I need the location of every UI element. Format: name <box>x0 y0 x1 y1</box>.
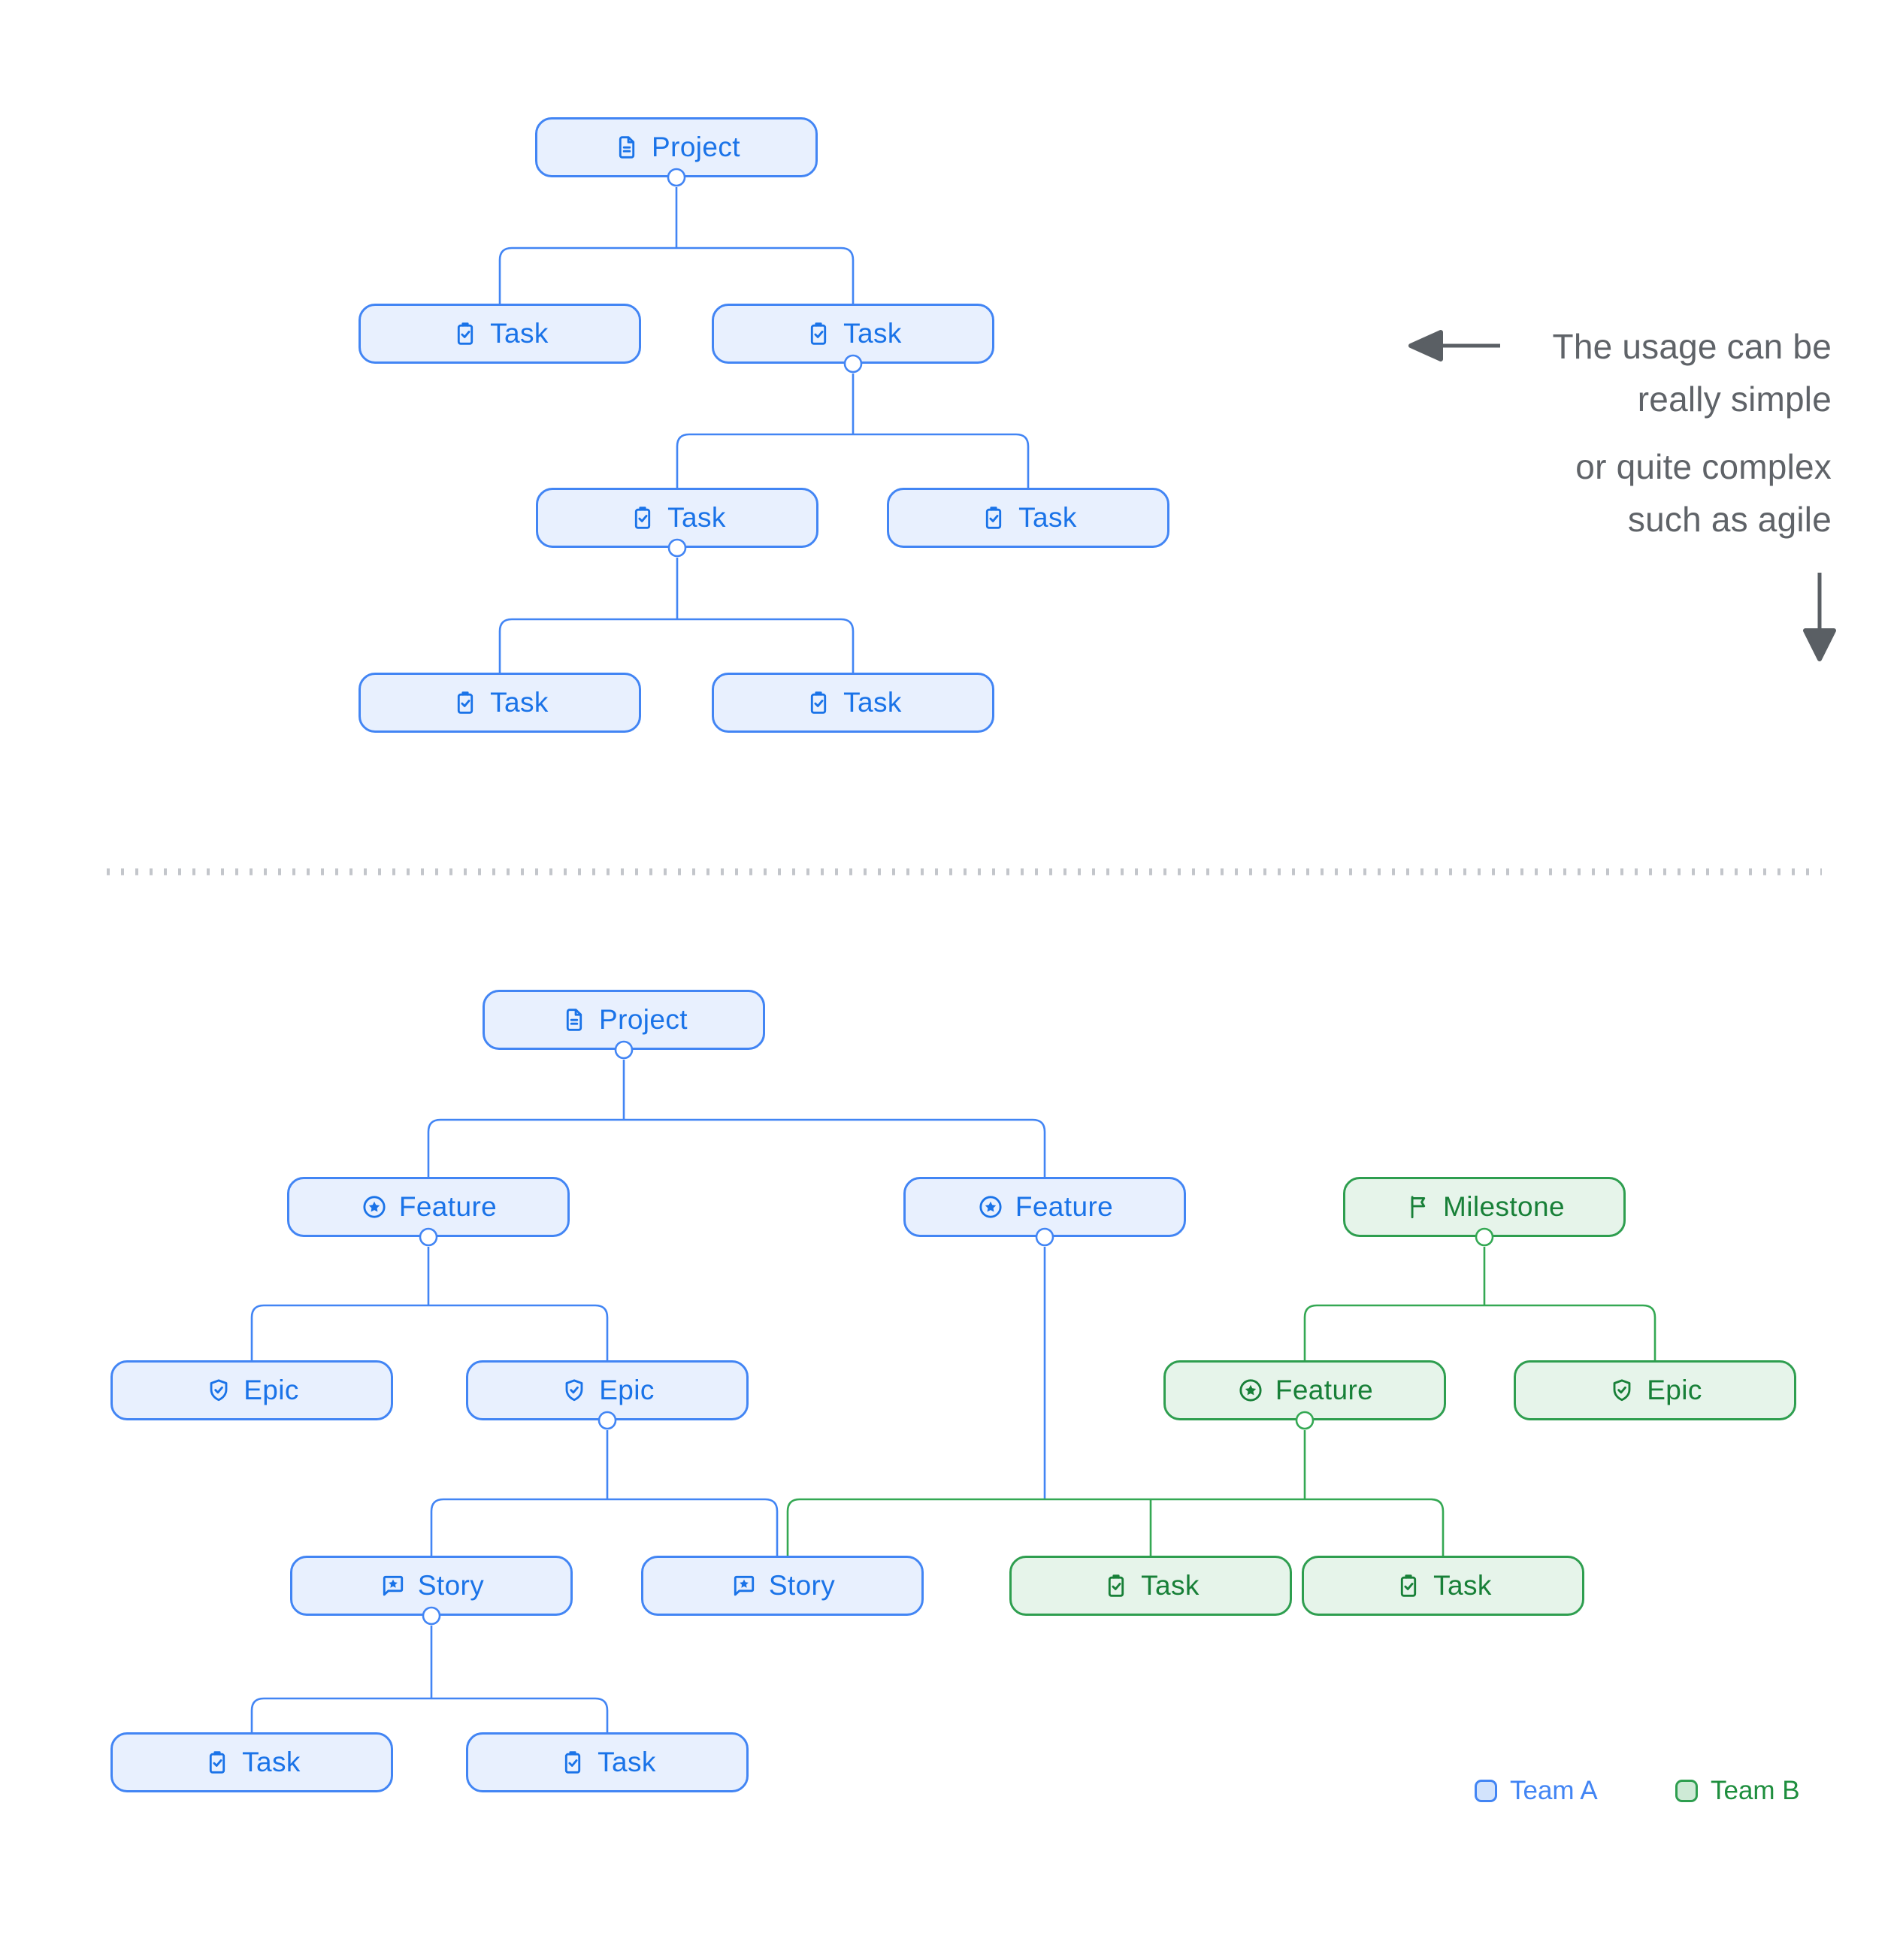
node-label: Story <box>417 1570 485 1601</box>
node-label: Task <box>667 502 726 533</box>
connector-dot-sL[interactable] <box>422 1606 441 1626</box>
epic-icon <box>210 1379 228 1402</box>
node-label: Task <box>490 318 549 349</box>
connector-dot-eR[interactable] <box>598 1411 617 1430</box>
legend-team-a-label: Team A <box>1510 1776 1598 1805</box>
annotation-text: The usage can be really simple or quite … <box>1290 320 1832 546</box>
node-sR-story[interactable]: Story <box>641 1556 924 1616</box>
team-a-swatch-icon <box>1475 1780 1497 1802</box>
node-label: Task <box>1141 1570 1200 1601</box>
connector-dot-gf[interactable] <box>1295 1411 1315 1430</box>
node-label: Feature <box>1015 1191 1114 1222</box>
node-label: Task <box>843 318 902 349</box>
node-label: Task <box>490 687 549 718</box>
connector-dot-ms[interactable] <box>1475 1227 1494 1247</box>
task-icon <box>811 322 827 345</box>
node-t1l-task[interactable]: Task <box>359 304 641 364</box>
node-label: Feature <box>398 1191 498 1222</box>
connector-dot-f2[interactable] <box>1035 1227 1054 1247</box>
task-icon <box>1401 1574 1417 1597</box>
legend-team-b-label: Team B <box>1711 1776 1800 1805</box>
node-t1r-task[interactable]: Task <box>712 304 994 364</box>
node-btR-task[interactable]: Task <box>466 1732 749 1792</box>
task-icon <box>986 507 1002 529</box>
node-label: Milestone <box>1443 1191 1565 1222</box>
node-label: Project <box>652 132 740 162</box>
node-label: Task <box>598 1747 656 1777</box>
connector-dot-p2[interactable] <box>614 1040 634 1060</box>
task-icon <box>1109 1574 1124 1597</box>
node-f1-feature[interactable]: Feature <box>287 1177 570 1237</box>
feature-icon <box>363 1196 386 1218</box>
connector-dot-p1[interactable] <box>667 168 686 187</box>
annotation-line-2: really simple <box>1637 380 1832 419</box>
node-p2-project[interactable]: Project <box>483 990 765 1050</box>
task-icon <box>210 1751 225 1774</box>
node-gf-feature[interactable]: Feature <box>1163 1360 1446 1420</box>
node-label: Project <box>599 1004 688 1035</box>
node-gtL-task[interactable]: Task <box>1009 1556 1292 1616</box>
node-label: Feature <box>1275 1375 1374 1405</box>
node-ge-epic[interactable]: Epic <box>1514 1360 1796 1420</box>
node-t2l-task[interactable]: Task <box>536 488 818 548</box>
connector-dot-f1[interactable] <box>419 1227 438 1247</box>
document-icon <box>619 136 635 159</box>
node-eL-epic[interactable]: Epic <box>110 1360 393 1420</box>
task-icon <box>565 1751 581 1774</box>
feature-icon <box>1239 1379 1262 1402</box>
node-label: Task <box>843 687 902 718</box>
node-label: Epic <box>599 1375 655 1405</box>
node-label: Epic <box>1647 1375 1702 1405</box>
epic-icon <box>565 1379 583 1402</box>
node-label: Task <box>1433 1570 1492 1601</box>
task-icon <box>458 691 473 714</box>
node-label: Task <box>1018 502 1077 533</box>
story-icon <box>383 1575 403 1596</box>
legend-team-a: Team A <box>1475 1776 1598 1806</box>
connector-dot-t1r[interactable] <box>843 354 863 374</box>
task-icon <box>635 507 651 529</box>
task-icon <box>458 322 473 345</box>
node-btL-task[interactable]: Task <box>110 1732 393 1792</box>
connector-dot-t2l[interactable] <box>667 538 687 558</box>
epic-icon <box>1613 1379 1631 1402</box>
annotation-line-1: The usage can be <box>1552 327 1832 366</box>
node-label: Task <box>242 1747 301 1777</box>
node-t3l-task[interactable]: Task <box>359 673 641 733</box>
annotation-line-4: such as agile <box>1627 500 1832 539</box>
task-icon <box>811 691 827 714</box>
feature-icon <box>979 1196 1002 1218</box>
node-eR-epic[interactable]: Epic <box>466 1360 749 1420</box>
node-t2r-task[interactable]: Task <box>887 488 1169 548</box>
flag-icon <box>1411 1196 1426 1219</box>
story-icon <box>734 1575 754 1596</box>
node-ms-milestone[interactable]: Milestone <box>1343 1177 1626 1237</box>
node-gtR-task[interactable]: Task <box>1302 1556 1584 1616</box>
team-b-swatch-icon <box>1675 1780 1698 1802</box>
annotation-line-3: or quite complex <box>1575 447 1832 486</box>
node-f2-feature[interactable]: Feature <box>903 1177 1186 1237</box>
legend-team-b: Team B <box>1675 1776 1800 1806</box>
node-t3r-task[interactable]: Task <box>712 673 994 733</box>
document-icon <box>566 1009 582 1031</box>
node-p1-project[interactable]: Project <box>535 117 818 177</box>
node-label: Story <box>768 1570 836 1601</box>
node-label: Epic <box>244 1375 299 1405</box>
